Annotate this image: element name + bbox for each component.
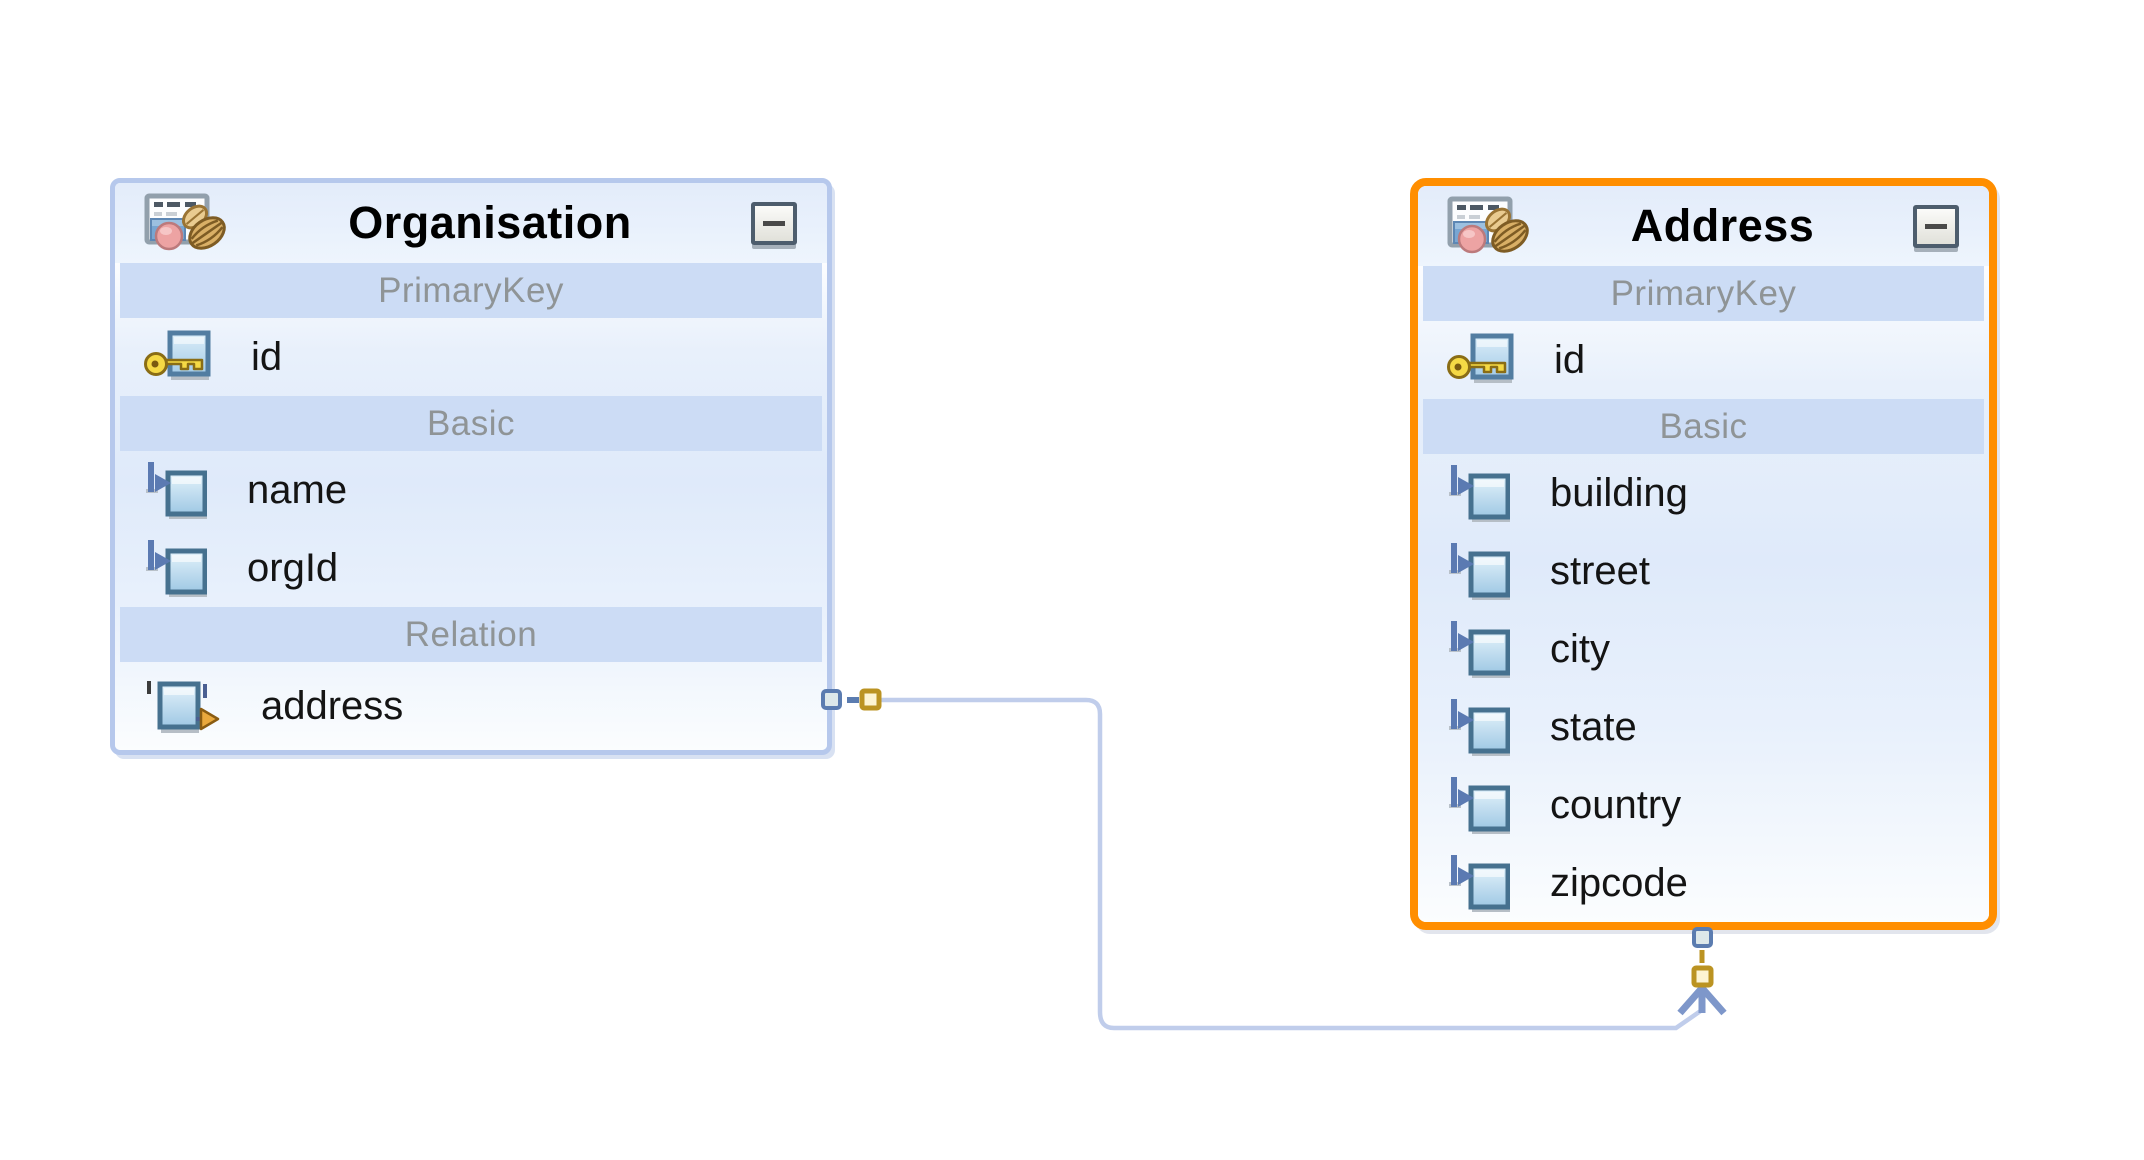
entity-title: Address — [1630, 200, 1815, 251]
section-label: Relation — [404, 614, 538, 654]
attribute-row-name[interactable]: name — [115, 451, 827, 529]
key-attribute-icon — [143, 329, 211, 385]
collapse-button[interactable] — [1913, 204, 1959, 248]
basic-attribute-icon — [1446, 463, 1510, 523]
key-attribute-icon — [1446, 332, 1514, 388]
entity-body: PrimaryKey id Basic — [1418, 266, 1989, 922]
attribute-label: name — [247, 467, 348, 512]
attribute-row-id[interactable]: id — [115, 318, 827, 396]
relation-attribute-icon — [143, 676, 221, 736]
basic-attribute-icon — [143, 460, 207, 520]
connection-arrow-icon — [1677, 982, 1727, 1016]
entity-address[interactable]: Address PrimaryKey id Basic — [1410, 178, 1997, 930]
attribute-label: id — [1554, 337, 1586, 382]
section-label: PrimaryKey — [378, 270, 564, 310]
section-header-relation: Relation — [120, 607, 822, 662]
attribute-label: zipcode — [1550, 860, 1688, 905]
attribute-row-zipcode[interactable]: zipcode — [1418, 844, 1989, 922]
basic-attribute-icon — [1446, 541, 1510, 601]
basic-attribute-icon — [1446, 775, 1510, 835]
section-header-primarykey: PrimaryKey — [120, 263, 822, 318]
attribute-label: country — [1550, 782, 1682, 827]
attribute-row-street[interactable]: street — [1418, 532, 1989, 610]
attribute-row-country[interactable]: country — [1418, 766, 1989, 844]
attribute-label: orgId — [247, 545, 339, 590]
attribute-label: id — [251, 334, 283, 379]
attribute-label: state — [1550, 704, 1637, 749]
attribute-row-building[interactable]: building — [1418, 454, 1989, 532]
attribute-label: building — [1550, 470, 1688, 515]
section-label: PrimaryKey — [1610, 273, 1797, 313]
target-bendpoint-handle[interactable] — [1691, 965, 1714, 988]
target-endpoint[interactable] — [1692, 927, 1713, 948]
entity-header[interactable]: Address — [1418, 186, 1989, 266]
section-header-basic: Basic — [1423, 399, 1984, 454]
minus-icon — [1925, 223, 1947, 229]
basic-attribute-icon — [143, 538, 207, 598]
attribute-row-city[interactable]: city — [1418, 610, 1989, 688]
entity-body: PrimaryKey id Basic — [115, 263, 827, 750]
attribute-row-id[interactable]: id — [1418, 321, 1989, 399]
basic-attribute-icon — [1446, 697, 1510, 757]
attribute-row-orgId[interactable]: orgId — [115, 529, 827, 607]
entity-title: Organisation — [348, 197, 632, 248]
basic-attribute-icon — [1446, 853, 1510, 913]
attribute-label: address — [261, 683, 404, 728]
attribute-label: city — [1550, 626, 1610, 671]
entity-header[interactable]: Organisation — [115, 183, 827, 263]
section-header-basic: Basic — [120, 396, 822, 451]
jpa-entity-icon — [143, 192, 229, 254]
source-bendpoint-handle[interactable] — [859, 688, 882, 711]
section-header-primarykey: PrimaryKey — [1423, 266, 1984, 321]
jpa-entity-icon — [1446, 195, 1532, 257]
section-label: Basic — [426, 403, 516, 443]
basic-attribute-icon — [1446, 619, 1510, 679]
attribute-row-address[interactable]: address — [115, 662, 827, 750]
collapse-button[interactable] — [751, 201, 797, 245]
section-label: Basic — [1659, 406, 1748, 446]
entity-organisation[interactable]: Organisation PrimaryKey id Basic — [110, 178, 832, 755]
attribute-label: street — [1550, 548, 1651, 593]
attribute-row-state[interactable]: state — [1418, 688, 1989, 766]
minus-icon — [763, 220, 785, 226]
